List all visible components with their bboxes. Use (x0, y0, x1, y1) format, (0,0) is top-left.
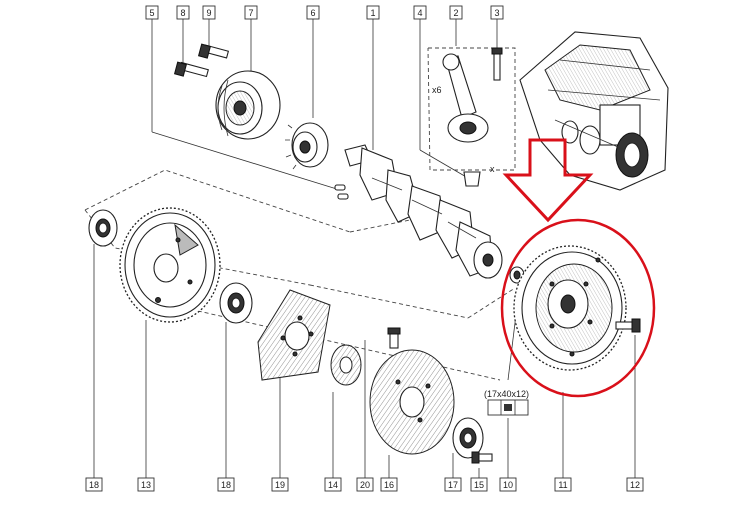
rear-bolt (471, 451, 493, 464)
callout-16: 16 (380, 477, 398, 492)
svg-text:6: 6 (310, 8, 315, 18)
callout-6: 6 (306, 5, 320, 20)
callout-2: 2 (449, 5, 463, 20)
svg-text:10: 10 (503, 480, 513, 490)
svg-text:8: 8 (180, 8, 185, 18)
callout-19: 19 (271, 477, 289, 492)
engine-inset (519, 31, 669, 191)
conrod-assembly (427, 47, 516, 187)
svg-text:5: 5 (149, 8, 154, 18)
washer-spec-label: (17x40x12) (484, 389, 529, 399)
plate-bolt (387, 327, 401, 349)
seal-right (219, 282, 253, 324)
svg-text:2: 2 (453, 8, 458, 18)
pilot-bush (509, 266, 525, 284)
highlight-ring (500, 218, 656, 398)
seal-left (88, 209, 118, 247)
callout-11: 11 (554, 477, 572, 492)
dual-mass-flywheel (513, 245, 627, 371)
callout-4: 4 (413, 5, 427, 20)
highlight-arrow (502, 138, 594, 223)
adapter-plate (257, 289, 331, 381)
svg-text:15: 15 (474, 480, 484, 490)
pulley-bolts (173, 43, 230, 78)
crankshaft (344, 144, 503, 279)
flywheel (119, 207, 221, 323)
svg-text:9: 9 (206, 8, 211, 18)
svg-text:3: 3 (494, 8, 499, 18)
svg-text:4: 4 (417, 8, 422, 18)
seal-rear (452, 417, 484, 459)
callout-1: 1 (366, 5, 380, 20)
svg-text:17: 17 (448, 480, 458, 490)
callout-18-left: 18 (85, 477, 103, 492)
cross-mark: x (490, 164, 495, 174)
callout-15: 15 (470, 477, 488, 492)
callout-3: 3 (490, 5, 504, 20)
qty-label: x6 (432, 85, 442, 95)
svg-text:11: 11 (558, 480, 567, 490)
svg-text:13: 13 (141, 480, 151, 490)
timing-sprocket (285, 122, 329, 170)
drive-plate (369, 349, 455, 455)
spacer-washer (330, 344, 362, 386)
flywheel-bolt (615, 318, 641, 333)
svg-text:12: 12 (630, 480, 640, 490)
svg-text:18: 18 (89, 480, 99, 490)
callout-9: 9 (202, 5, 216, 20)
svg-text:7: 7 (248, 8, 253, 18)
svg-text:20: 20 (360, 480, 370, 490)
callout-17: 17 (444, 477, 462, 492)
washer-spec-icon (487, 399, 529, 416)
svg-text:1: 1 (370, 8, 375, 18)
callout-8: 8 (176, 5, 190, 20)
callout-18-right: 18 (217, 477, 235, 492)
callout-5: 5 (145, 5, 159, 20)
callout-12: 12 (626, 477, 644, 492)
svg-text:19: 19 (275, 480, 285, 490)
callout-14: 14 (324, 477, 342, 492)
crank-keys (334, 184, 349, 200)
svg-text:16: 16 (384, 480, 394, 490)
callout-13: 13 (137, 477, 155, 492)
crankshaft-pulley (215, 70, 281, 140)
svg-text:18: 18 (221, 480, 231, 490)
callout-20: 20 (356, 477, 374, 492)
callout-7: 7 (244, 5, 258, 20)
svg-text:14: 14 (328, 480, 338, 490)
callout-10: 10 (499, 477, 517, 492)
